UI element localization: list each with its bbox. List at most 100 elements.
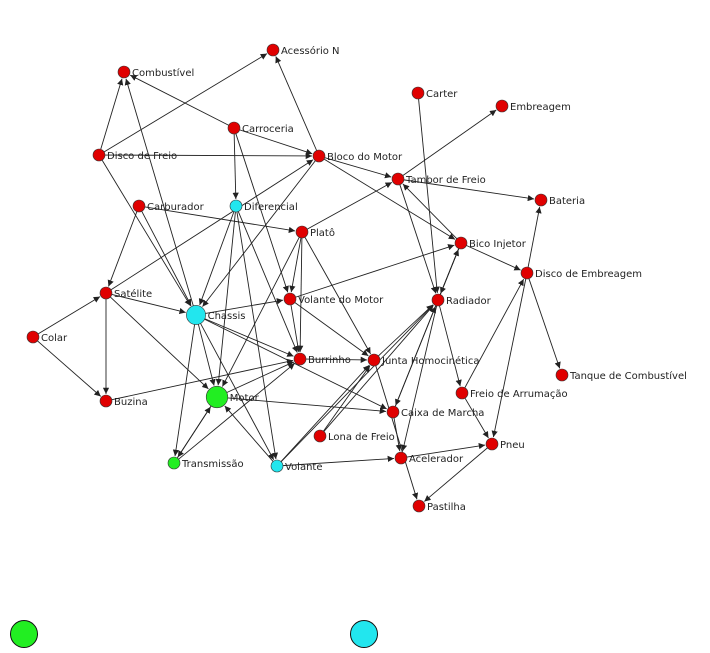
edge-volantemotor-bicoinjetor [295,244,455,298]
node-label-carburador: Carburador [147,202,205,213]
edge-plato-motor [222,237,300,387]
edge-colar-buzina [37,340,102,397]
node-label-acessorio: Acessório N [281,45,340,57]
node-colar: Colar [26,330,68,344]
node-discoembreagem: Disco de Embreagem [520,266,642,280]
node-pneu: Pneu [485,437,525,451]
node-label-satelite: Satélite [114,288,152,300]
node-junta: Junta Homocinética [367,353,479,367]
node-label-motor: Motor [230,393,260,404]
edge-caixamarcha-radiador [394,306,436,407]
edge-freioarrumacao-pneu [464,397,489,439]
edge-radiador-acelerador [400,305,438,452]
node-circle-bateria [534,193,548,207]
edge-lonafreio-radiador [323,304,434,432]
edge-carroceria-combustivel [130,74,229,126]
node-label-carter: Carter [426,89,458,100]
edge-satelite-blocomotor [110,159,314,291]
node-circle-satelite [99,286,113,300]
edge-buzinho-junta [305,356,368,363]
edge-freioarrumacao-discoembreagem [464,278,525,388]
edge-motor-caixamarcha [227,397,387,415]
node-label-discofreio: Disco de Freio [107,151,177,162]
node-carter: Carter [411,86,458,100]
node-circle-combustivel [117,65,131,79]
node-label-pastilha: Pastilha [427,502,466,513]
edge-chassis-volantemotor [205,298,284,314]
node-circle-chassis [186,305,206,325]
edge-layer [37,53,561,502]
node-label-tambor: Tambor de Freio [405,175,486,186]
node-acelerador: Acelerador [394,451,464,465]
node-radiador: Radiador [431,293,492,307]
node-circle-buzinho [293,352,307,366]
node-embreagem: Embreagem [495,99,571,113]
edge-diferencial-motor [215,211,236,386]
node-circle-discofreio [92,148,106,162]
node-circle-bicoinjetor [454,236,468,250]
node-discofreio: Disco de Freio [92,148,177,162]
edge-discofreio-acessorio [103,53,268,153]
edge-volantemotor-junta [294,302,369,357]
edge-lonafreio-junta [323,365,371,432]
edge-bicoinjetor-tambor [402,183,458,240]
node-circle-radiador [431,293,445,307]
node-label-embreagem: Embreagem [510,102,571,113]
edge-satelite-motor [110,296,209,390]
node-label-combustivel: Combustível [132,67,194,79]
node-circle-acessorio [266,43,280,57]
node-circle-motor [205,385,229,409]
edge-junta-radiador [378,304,434,357]
node-label-pneu: Pneu [500,440,525,451]
node-label-volante: Volante [285,462,323,473]
node-circle-plato [295,225,309,239]
node-circle-blocomotor [312,149,326,163]
node-label-freioarrumacao: Freio de Arrumação [470,389,568,400]
edge-plato-tambor [307,181,393,230]
node-circle-tanque [555,368,569,382]
node-circle-volantemotor [283,292,297,306]
edge-discofreio-combustivel [100,78,124,150]
node-label-bateria: Bateria [549,196,585,207]
edge-colar-satelite [37,296,101,335]
node-label-bicoinjetor: Bico Injetor [469,239,527,250]
edge-carburador-plato [144,206,296,234]
node-label-caixamarcha: Caixa de Marcha [401,408,484,419]
node-label-colar: Colar [41,333,68,344]
edge-radiador-freioarrumacao [439,305,462,387]
edge-discofreio-chassis [101,159,191,307]
node-blocomotor: Bloco do Motor [312,149,403,163]
node-plato: Platô [295,225,335,239]
edge-bicoinjetor-discoembreagem [466,245,521,271]
edge-blocomotor-bicoinjetor [323,158,456,240]
edge-tambor-bateria [403,179,535,202]
node-label-lonafreio: Lona de Freio [328,432,395,443]
edge-pneu-pastilha [424,447,488,502]
edge-satelite-chassis [111,293,186,315]
node-pastilha: Pastilha [412,499,466,513]
legend-cyan-dot [350,620,378,648]
edge-chassis-transmissao [172,324,196,457]
edge-carroceria-volantemotor [235,133,289,293]
edge-chassis-combustivel [124,78,194,306]
node-circle-diferencial [229,199,243,213]
edge-acelerador-pneu [406,442,486,458]
node-circle-carter [411,86,425,100]
edge-buzina-buzinho [111,358,294,401]
node-transmissao: Transmissão [167,456,244,470]
node-circle-embreagem [495,99,509,113]
node-circle-discoembreagem [520,266,534,280]
node-label-tanque: Tanque de Combustível [569,370,687,382]
node-label-chassis: Chassis [208,311,246,322]
edge-discoembreagem-bateria [527,206,542,268]
edge-carburador-satelite [107,211,138,287]
node-freioarrumacao: Freio de Arrumação [455,386,568,400]
node-chassis: Chassis [186,305,246,325]
edge-diferencial-volante [236,211,279,460]
edge-diferencial-chassis [198,211,235,306]
node-circle-lonafreio [313,429,327,443]
edge-transmissao-buzinho [178,363,295,460]
node-circle-tambor [391,172,405,186]
node-label-radiador: Radiador [446,296,492,307]
edge-carroceria-blocomotor [239,129,313,155]
